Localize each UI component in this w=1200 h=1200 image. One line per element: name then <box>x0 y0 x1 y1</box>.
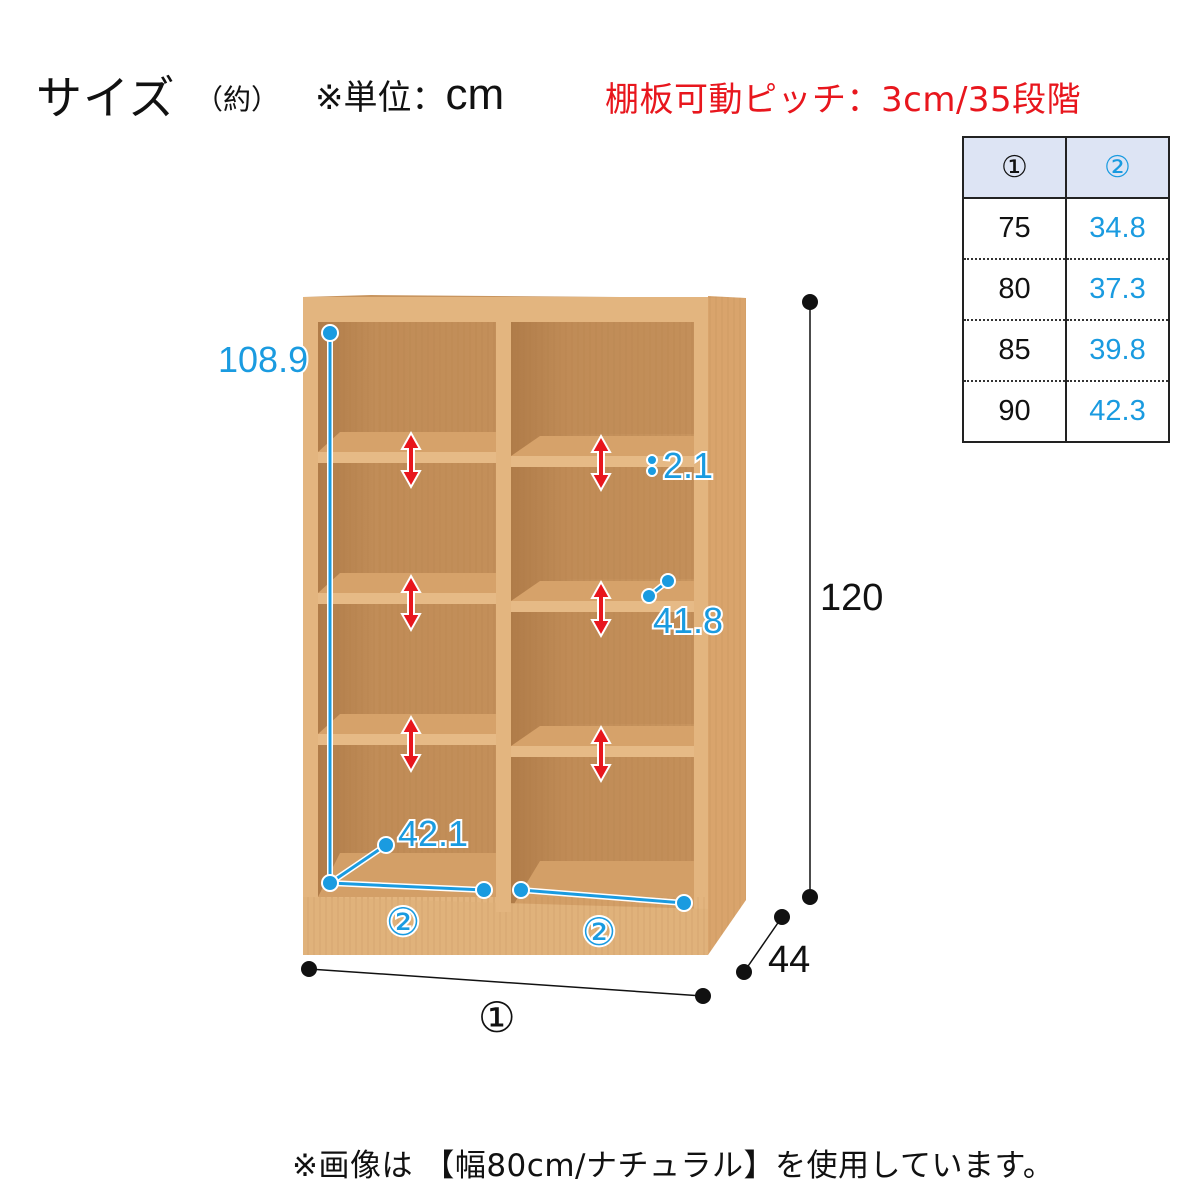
up-down-arrow-icon <box>400 430 422 490</box>
table-header-row: ① ② <box>962 137 1170 199</box>
table-row: 85 39.8 <box>962 320 1170 382</box>
total-depth-label: 44 <box>768 939 810 981</box>
total-height-label: 120 <box>820 577 883 619</box>
inner-depth-label: 42.1 <box>398 813 468 854</box>
cell-width: 85 <box>962 320 1067 382</box>
up-down-arrow-icon <box>590 433 612 493</box>
size-table: ① ② 75 34.8 80 37.3 85 39.8 90 42.3 <box>962 136 1170 443</box>
center-divider <box>496 322 511 912</box>
unit-value: cm <box>445 70 505 119</box>
unit-note: ※単位：cm <box>315 70 504 120</box>
shelf-thickness-label: 2.1 <box>663 445 713 486</box>
unit-label: ※単位： <box>315 78 446 118</box>
inner-height-label: 108.9 <box>218 339 308 380</box>
up-down-arrow-icon <box>400 714 422 774</box>
header-inner-width: ② <box>1065 137 1170 199</box>
side-panel <box>708 296 746 955</box>
cell-inner-width: 39.8 <box>1065 320 1170 382</box>
cell-width: 90 <box>962 381 1067 442</box>
header-width: ① <box>962 137 1067 199</box>
total-width-marker: ① <box>478 994 516 1041</box>
cell-inner-width: 37.3 <box>1065 259 1170 321</box>
inner-width-marker-right: ② <box>582 912 616 954</box>
footer-note: ※画像は 【幅80cm/ナチュラル】を使用しています。 <box>292 1148 1055 1184</box>
movable-shelf-arrows <box>400 430 612 784</box>
table-row: 75 34.8 <box>962 198 1170 260</box>
approx-label: （約） <box>195 83 280 116</box>
up-down-arrow-icon <box>590 579 612 639</box>
outer-dimension-lines <box>308 302 811 997</box>
cell-width: 80 <box>962 259 1067 321</box>
shelf-pitch-note: 棚板可動ピッチ：3cm/35段階 <box>605 80 1082 120</box>
table-row: 90 42.3 <box>962 381 1170 442</box>
size-title: サイズ <box>36 71 176 125</box>
inner-width-marker-left: ② <box>386 902 420 944</box>
up-down-arrow-icon <box>590 724 612 784</box>
shelf-depth-label: 41.8 <box>653 600 723 641</box>
table-row: 80 37.3 <box>962 259 1170 321</box>
cell-width: 75 <box>962 198 1067 260</box>
cell-inner-width: 42.3 <box>1065 381 1170 442</box>
cell-inner-width: 34.8 <box>1065 198 1170 260</box>
up-down-arrow-icon <box>400 573 422 633</box>
